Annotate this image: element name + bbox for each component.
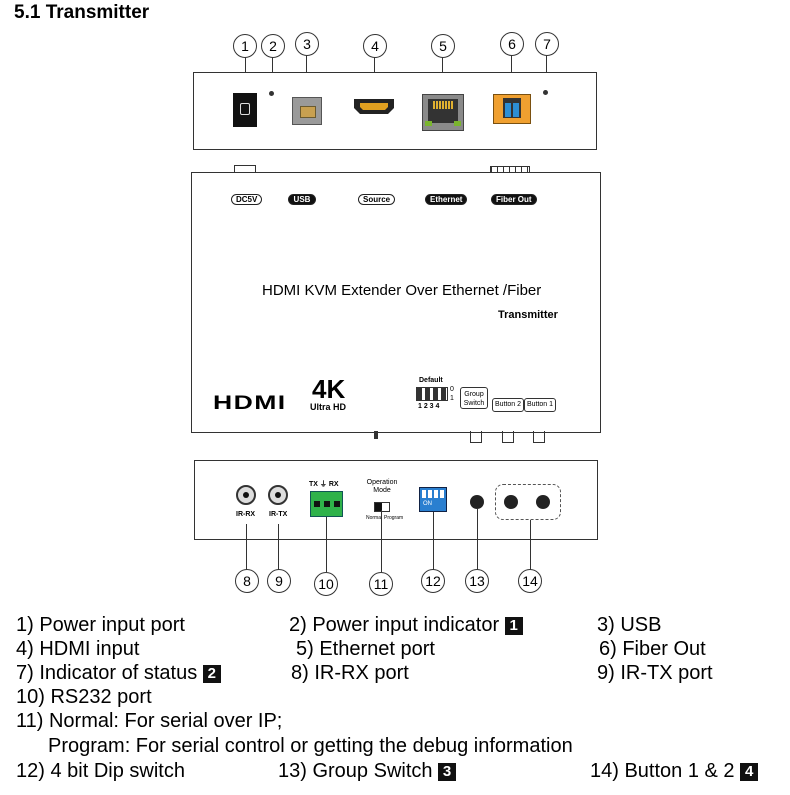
dip-numbers: 1 2 3 4	[418, 403, 440, 410]
desc-3: 3) USB	[597, 614, 662, 636]
badge-4: 4	[740, 763, 759, 781]
label-usb: USB	[288, 194, 316, 205]
leader-13	[477, 509, 478, 570]
leader-11	[381, 510, 382, 572]
button-1	[536, 495, 550, 509]
status-indicator	[543, 90, 548, 95]
callout-14: 14	[518, 569, 542, 593]
dip-switch: ON	[419, 487, 447, 512]
program-label: Program	[384, 515, 404, 521]
callout-5: 5	[431, 34, 455, 58]
power-port	[233, 93, 257, 127]
button-2	[504, 495, 518, 509]
hdmi-port	[354, 99, 394, 114]
bottom-tab-b	[470, 431, 482, 443]
badge-1: 1	[504, 617, 523, 635]
desc-7: 7) Indicator of status 2	[16, 662, 221, 685]
label-ethernet: Ethernet	[425, 194, 468, 205]
button-2-label: Button 2	[492, 398, 524, 412]
callout-11: 11	[369, 572, 393, 596]
section-heading: 5.1 Transmitter	[14, 2, 150, 23]
product-name: HDMI KVM Extender Over Ethernet /Fiber	[262, 282, 542, 299]
callout-4: 4	[363, 34, 387, 58]
op-mode-label: Operation Mode	[366, 479, 398, 494]
desc-13: 13) Group Switch 3	[278, 760, 457, 783]
desc-4: 4) HDMI input	[16, 638, 140, 660]
model-name: Transmitter	[498, 309, 558, 321]
usb-port	[292, 97, 322, 125]
top-tab-right	[490, 166, 530, 174]
ir-rx-port	[236, 485, 256, 505]
leader-12	[433, 512, 434, 570]
buttons-area	[495, 484, 561, 520]
ir-tx-label: IR-TX	[269, 511, 288, 518]
group-switch-label: Group Switch	[460, 387, 488, 409]
label-source: Source	[358, 194, 396, 205]
callout-9: 9	[267, 569, 291, 593]
leader-9	[278, 524, 279, 570]
op-mode-switch	[374, 502, 390, 512]
ultra-hd-text: Ultra HD	[310, 402, 347, 412]
desc-5: 5) Ethernet port	[296, 638, 435, 660]
group-switch-button	[470, 495, 484, 509]
dip-one: 1	[450, 395, 454, 402]
bottom-tab-a	[374, 431, 378, 439]
badge-2: 2	[202, 665, 221, 683]
desc-11b: Program: For serial control or getting t…	[48, 735, 573, 757]
4k-logo: 4K	[312, 374, 346, 404]
fiber-port	[493, 94, 531, 124]
desc-1: 1) Power input port	[16, 614, 185, 636]
ir-tx-port	[268, 485, 288, 505]
power-indicator	[269, 91, 274, 96]
callout-7: 7	[535, 32, 559, 56]
callout-13: 13	[465, 569, 489, 593]
desc-8: 8) IR-RX port	[291, 662, 409, 684]
label-fiber-out: Fiber Out	[491, 194, 537, 205]
leader-8	[246, 524, 247, 570]
leader-14	[530, 520, 531, 570]
dip-zero: 0	[450, 386, 454, 393]
leader-10	[326, 517, 327, 572]
desc-12: 12) 4 bit Dip switch	[16, 760, 185, 782]
dip-default-graphic	[416, 387, 448, 401]
callout-1: 1	[233, 34, 257, 58]
callout-6: 6	[500, 32, 524, 56]
device-top	[191, 172, 601, 433]
desc-11: 11) Normal: For serial over IP;	[16, 710, 283, 732]
desc-2: 2) Power input indicator 1	[289, 614, 523, 637]
rs232-port	[310, 491, 343, 517]
desc-14: 14) Button 1 & 2 4	[590, 760, 759, 783]
label-dc5v: DC5V	[231, 194, 263, 205]
dip-default-label: Default	[419, 377, 443, 384]
callout-12: 12	[421, 569, 445, 593]
desc-9: 9) IR-TX port	[597, 662, 713, 684]
desc-10: 10) RS232 port	[16, 686, 152, 708]
callout-10: 10	[314, 572, 338, 596]
bottom-tab-d	[533, 431, 545, 443]
badge-3: 3	[438, 763, 457, 781]
ir-rx-label: IR-RX	[236, 511, 256, 518]
top-tab-left	[234, 165, 256, 174]
normal-label: Normal	[366, 515, 383, 521]
hdmi-logo: HDMI	[213, 393, 287, 414]
callout-8: 8	[235, 569, 259, 593]
ethernet-port	[422, 94, 464, 131]
callout-2: 2	[261, 34, 285, 58]
callout-3: 3	[295, 32, 319, 56]
bottom-tab-c	[502, 431, 514, 443]
button-1-label: Button 1	[524, 398, 556, 412]
rs232-label: TX ⏚ RX	[309, 481, 339, 488]
desc-6: 6) Fiber Out	[599, 638, 706, 660]
